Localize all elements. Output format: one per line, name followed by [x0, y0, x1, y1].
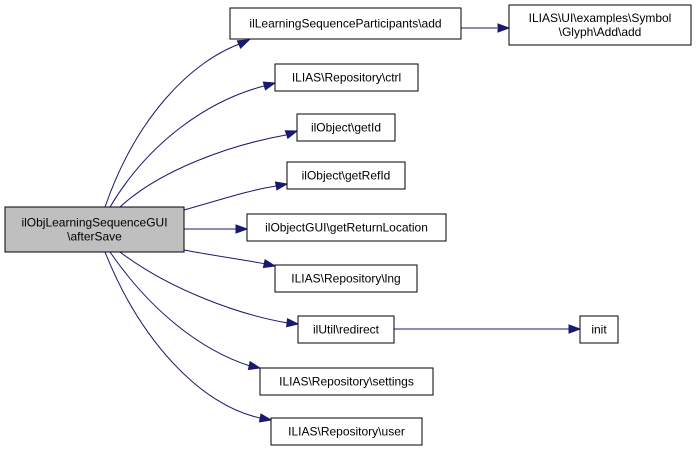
node-box — [579, 315, 619, 344]
node-box — [4, 206, 185, 253]
node-box — [274, 264, 418, 293]
node-redirect[interactable]: ilUtil\redirect — [297, 315, 395, 344]
edge-line — [109, 251, 251, 367]
edge-participants_add-to-glyph_add — [461, 23, 511, 33]
edge-root-to-getid — [119, 130, 299, 208]
edge-line — [183, 185, 277, 211]
arrowhead-icon — [286, 318, 300, 328]
node-label: ilUtil\redirect — [313, 323, 380, 337]
arrowhead-icon — [247, 360, 262, 371]
edge-root-to-ctrl — [109, 81, 277, 208]
edge-root-to-participants_add — [104, 39, 251, 208]
node-getid[interactable]: ilObject\getId — [296, 113, 396, 142]
node-box — [259, 367, 434, 396]
arrowhead-icon — [258, 413, 273, 423]
node-box — [274, 63, 419, 92]
edge-line — [104, 251, 261, 419]
arrowhead-icon — [497, 23, 511, 33]
edge-root-to-user — [104, 251, 273, 423]
node-lng[interactable]: ILIAS\Repository\lng — [274, 264, 418, 293]
node-user[interactable]: ILIAS\Repository\user — [270, 417, 423, 446]
arrowhead-icon — [284, 130, 299, 140]
edge-root-to-lng — [183, 249, 277, 269]
node-root: ilObjLearningSequenceGUI\afterSave — [4, 206, 185, 253]
node-box — [270, 417, 423, 446]
node-init[interactable]: init — [579, 315, 619, 344]
node-label: \Glyph\Add\add — [559, 25, 642, 39]
node-label: \afterSave — [67, 230, 122, 244]
node-label: ilLearningSequenceParticipants\add — [249, 17, 441, 31]
node-label: ilObjLearningSequenceGUI — [21, 216, 167, 230]
node-box — [229, 7, 462, 40]
edge-root-to-redirect — [119, 251, 300, 328]
node-box — [246, 213, 447, 242]
arrowhead-icon — [235, 224, 249, 234]
node-box — [297, 315, 395, 344]
node-getrefid[interactable]: ilObject\getRefId — [286, 161, 406, 190]
node-label: ilObject\getId — [311, 121, 381, 135]
node-participants-add[interactable]: ilLearningSequenceParticipants\add — [229, 7, 462, 40]
node-ctrl[interactable]: ILIAS\Repository\ctrl — [274, 63, 419, 92]
node-label: ILIAS\Repository\ctrl — [292, 71, 401, 85]
node-box — [296, 113, 396, 142]
edge-root-to-getreturnlocation — [184, 224, 249, 234]
node-getreturnlocation[interactable]: ilObjectGUI\getReturnLocation — [246, 213, 447, 242]
arrowhead-icon — [274, 181, 289, 191]
node-label: ilObjectGUI\getReturnLocation — [265, 221, 428, 235]
edge-line — [109, 85, 265, 208]
node-settings[interactable]: ILIAS\Repository\settings — [259, 367, 434, 396]
edges — [104, 23, 582, 423]
node-label: init — [591, 323, 607, 337]
node-glyph-add[interactable]: ILIAS\UI\examples\Symbol\Glyph\Add\add — [508, 4, 692, 46]
edge-root-to-getrefid — [183, 181, 289, 211]
edge-line — [183, 249, 267, 265]
edge-line — [119, 134, 287, 208]
edge-line — [104, 41, 246, 208]
node-label: ILIAS\Repository\user — [288, 425, 405, 439]
node-label: ilObject\getRefId — [302, 169, 391, 183]
node-box — [508, 4, 692, 46]
edge-redirect-to-init — [394, 324, 582, 334]
arrowhead-icon — [236, 39, 251, 49]
node-label: ILIAS\UI\examples\Symbol — [529, 11, 672, 25]
arrowhead-icon — [568, 324, 582, 334]
nodes: ilObjLearningSequenceGUI\afterSave ilLear… — [4, 4, 692, 446]
node-box — [286, 161, 406, 190]
edge-root-to-settings — [109, 251, 262, 371]
edge-line — [119, 251, 289, 324]
arrowhead-icon — [262, 81, 277, 91]
arrowhead-icon — [262, 258, 277, 269]
node-label: ILIAS\Repository\settings — [279, 375, 414, 389]
node-label: ILIAS\Repository\lng — [291, 272, 400, 286]
